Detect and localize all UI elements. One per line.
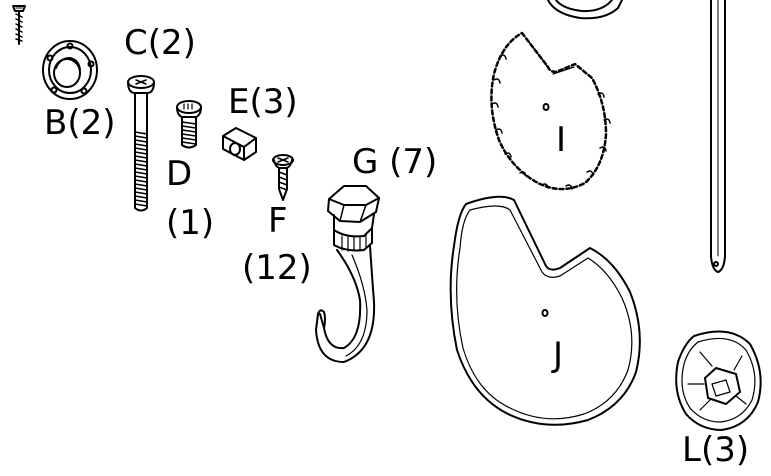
- label-i: I: [556, 120, 567, 160]
- wood-screw-f: [272, 154, 294, 201]
- label-d: D: [166, 154, 193, 194]
- label-f: F: [268, 201, 288, 241]
- flange-base-b: [42, 40, 98, 100]
- sawtooth-plate-i: [490, 31, 611, 191]
- label-c: C(2): [124, 23, 196, 63]
- square-nut-e: [222, 127, 257, 161]
- label-j: J: [553, 335, 564, 375]
- bolt-c: [127, 75, 155, 212]
- bolt-d: [176, 100, 202, 149]
- screw-partial-top-left: [12, 5, 26, 45]
- partial-part-top: [547, 0, 623, 20]
- label-g: G (7): [352, 142, 438, 182]
- vertical-pole: [710, 0, 726, 273]
- large-plate-j: [449, 195, 641, 426]
- hook-g: [315, 185, 380, 363]
- label-b: B(2): [44, 103, 116, 143]
- foot-disc-l: [675, 330, 762, 431]
- label-l: L(3): [682, 430, 750, 470]
- label-f-quantity: (12): [242, 248, 312, 288]
- label-e: E(3): [228, 82, 298, 122]
- label-d-quantity: (1): [166, 203, 215, 243]
